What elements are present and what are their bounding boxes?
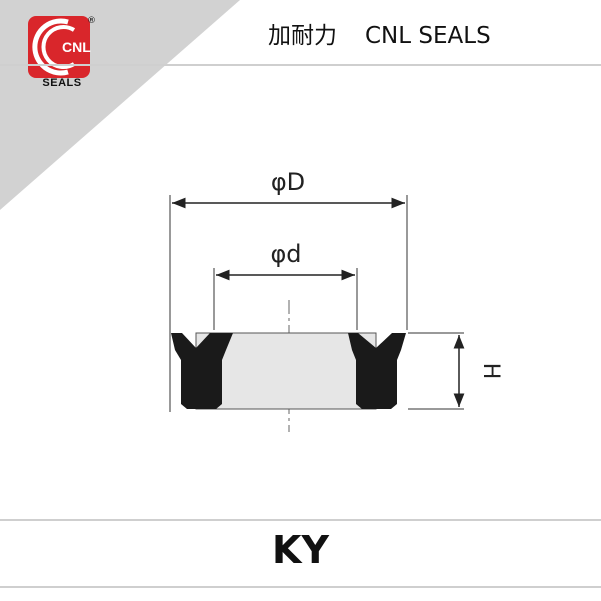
registered-mark: ® bbox=[87, 16, 96, 26]
label-outer-diameter: φD bbox=[271, 168, 305, 196]
label-height: H bbox=[478, 363, 503, 380]
footer-divider bbox=[0, 519, 601, 521]
company-name-en: CNL SEALS bbox=[365, 23, 491, 49]
seal-profile-left bbox=[171, 333, 233, 409]
label-inner-diameter: φd bbox=[270, 240, 301, 268]
logo-caption: SEALS bbox=[42, 77, 82, 89]
company-name-cn: 加耐力 bbox=[268, 23, 337, 49]
header-divider bbox=[0, 64, 601, 66]
cnl-logo: CNL bbox=[28, 16, 91, 78]
model-code: KY bbox=[272, 528, 329, 572]
logo-letters: CNL bbox=[62, 39, 91, 55]
seal-profile-right bbox=[348, 333, 406, 409]
page-header: 加耐力 CNL SEALS bbox=[268, 16, 491, 50]
bottom-divider bbox=[0, 586, 601, 588]
